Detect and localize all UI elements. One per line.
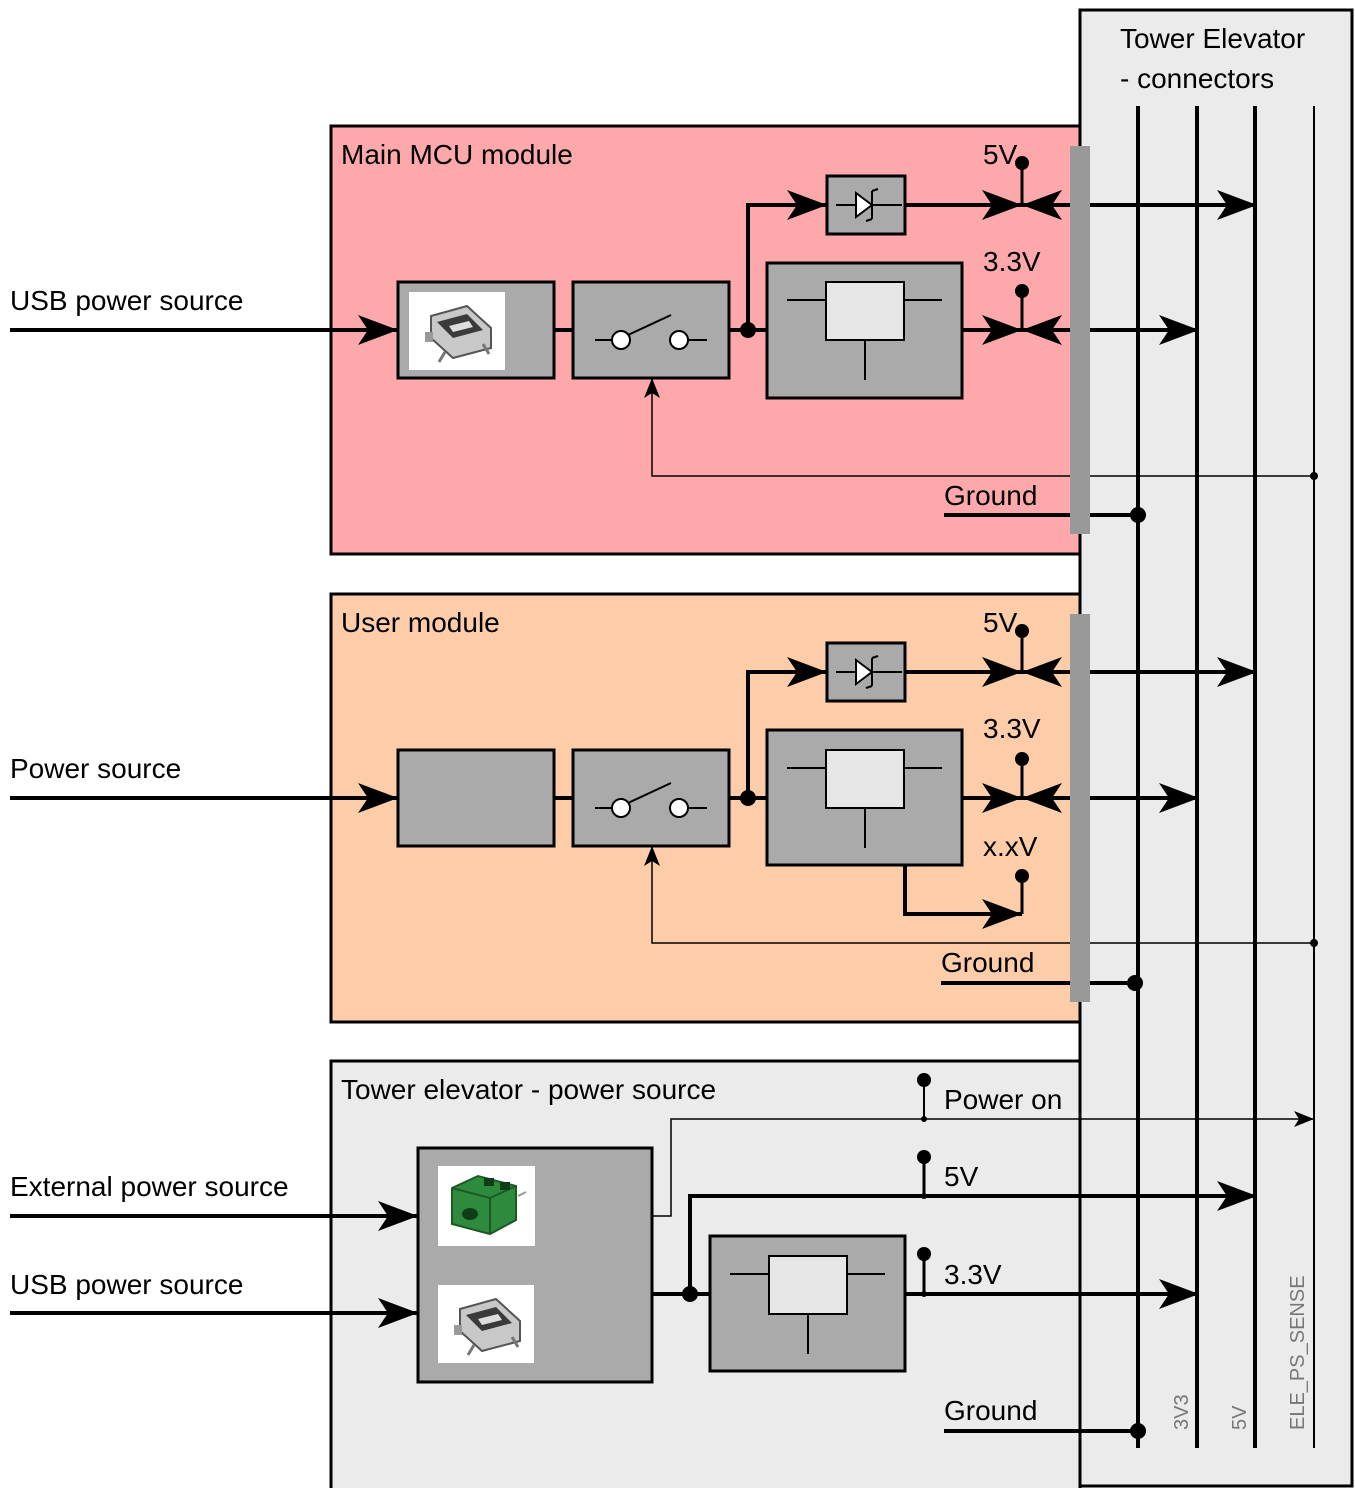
mcu-ground-label: Ground [944, 480, 1037, 511]
bus-label-ele-ps-sense: ELE_PS_SENSE [1287, 1275, 1309, 1430]
user-ground-label: Ground [941, 947, 1034, 978]
elevator-power-title: Tower elevator - power source [341, 1074, 716, 1105]
usb-input-label: USB power source [10, 1269, 243, 1300]
mcu-3v3-label: 3.3V [983, 246, 1041, 277]
elevator-title-line1: Tower Elevator [1120, 23, 1305, 54]
user-xv-label: x.xV [983, 831, 1038, 862]
mcu-5v-label: 5V [983, 139, 1018, 170]
terminal-block-icon [438, 1166, 535, 1246]
elevator-3v3-label: 3.3V [944, 1259, 1002, 1290]
user-diode-feed [746, 657, 827, 798]
user-5v-label: 5V [983, 607, 1018, 638]
usb-connector-icon [407, 290, 507, 372]
user-sense-wire [644, 846, 1314, 944]
elevator-connectors-panel [1078, 8, 1354, 1488]
user-switch-block [571, 748, 731, 848]
mcu-switch-block [571, 280, 731, 380]
regulator-icon [730, 1255, 885, 1354]
user-module-title: User module [341, 607, 500, 638]
mcu-diode-feed [746, 190, 827, 330]
user-xv-wire [903, 865, 1022, 929]
regulator-icon [787, 749, 942, 848]
mcu-module-title: Main MCU module [341, 139, 573, 170]
elevator-5v-wire [688, 1181, 1257, 1294]
regulator-icon [787, 281, 942, 380]
ext-input-label: External power source [10, 1171, 289, 1202]
mcu-input-label: USB power source [10, 285, 243, 316]
user-3v3-label: 3.3V [983, 713, 1041, 744]
user-input-label: Power source [10, 753, 181, 784]
usb-connector-icon [436, 1283, 536, 1365]
mcu-sense-wire [644, 378, 1314, 477]
user-input-block [396, 748, 556, 848]
user-edge-connector [1070, 614, 1090, 1002]
bus-label-5v: 5V [1229, 1405, 1251, 1430]
mcu-edge-connector [1070, 146, 1090, 534]
power-on-label: Power on [944, 1084, 1062, 1115]
elevator-5v-label: 5V [944, 1161, 979, 1192]
bus-label-3v3: 3V3 [1171, 1394, 1193, 1430]
elevator-ground-label: Ground [944, 1395, 1037, 1426]
elevator-title-line2: - connectors [1120, 63, 1274, 94]
power-on-wire [652, 1111, 1314, 1217]
